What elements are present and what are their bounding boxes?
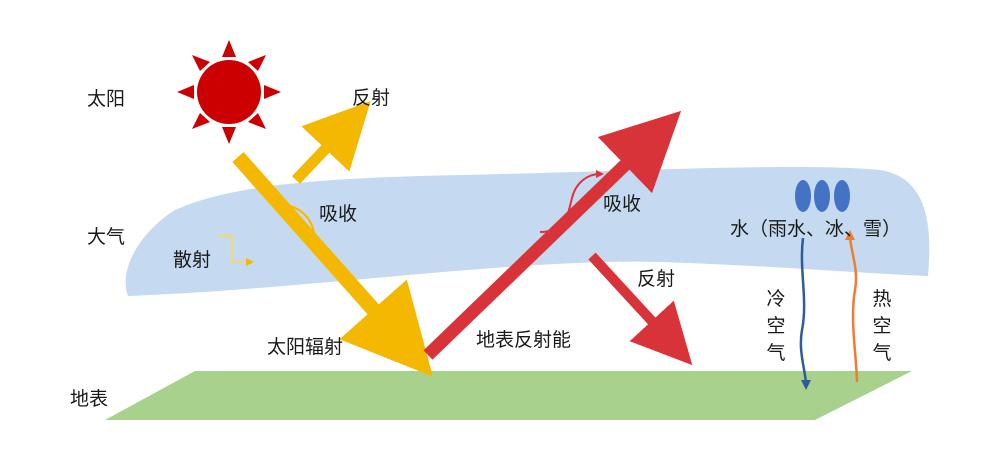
absorb-label-right: 吸收 <box>603 193 642 215</box>
ground-reflected-energy-arrow <box>423 110 682 360</box>
atmosphere-reflection-arrow <box>292 101 371 184</box>
water-drop-icon <box>795 180 850 212</box>
reflect-label-top: 反射 <box>352 87 391 109</box>
atmosphere-label: 大气 <box>87 226 126 248</box>
solar-radiation-label: 太阳辐射 <box>267 336 344 358</box>
sun-label: 太阳 <box>87 88 126 110</box>
scatter-label: 散射 <box>173 249 212 271</box>
water-label: 水（雨水、冰、雪） <box>730 218 902 240</box>
cold-air-label: 冷空气 <box>766 288 786 364</box>
reflected-down-arrow <box>588 252 693 366</box>
hot-air-arrow <box>845 230 859 383</box>
absorb-arrow-left <box>281 203 320 250</box>
sun-icon <box>177 40 281 144</box>
cold-air-arrow <box>799 237 811 390</box>
ground-label: 地表 <box>70 388 109 410</box>
absorb-arrow-right <box>539 170 604 233</box>
absorb-label-left: 吸收 <box>319 203 358 225</box>
hot-air-label: 热空气 <box>872 288 892 364</box>
reflect-label-right: 反射 <box>637 268 676 290</box>
ground-reflected-energy-label: 地表反射能 <box>476 329 572 351</box>
ground-plane <box>105 371 912 420</box>
scatter-arrow <box>218 235 254 266</box>
solar-radiation-arrow <box>232 152 433 377</box>
